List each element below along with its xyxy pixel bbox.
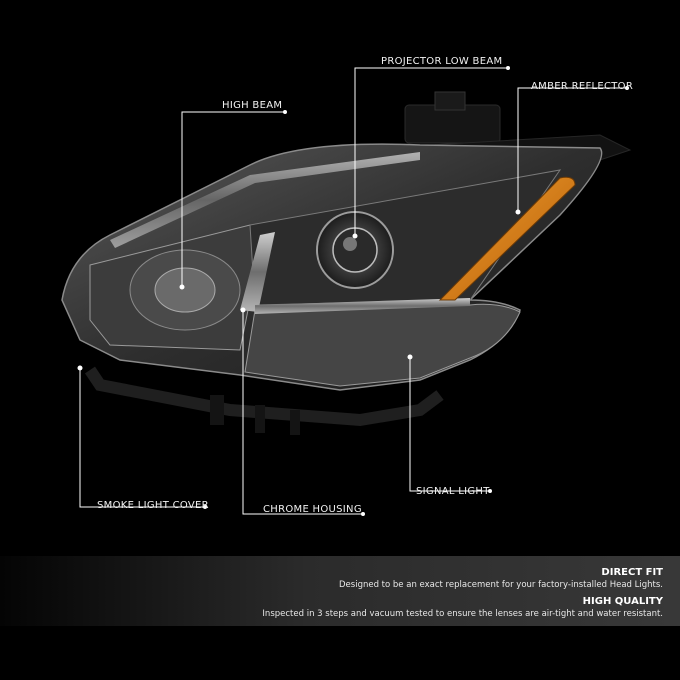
callout-smoke-light-cover: SMOKE LIGHT COVER — [97, 500, 209, 511]
high-beam-reflector — [129, 249, 241, 331]
feature-banner: DIRECT FIT Designed to be an exact repla… — [0, 556, 680, 626]
feature-text-high-quality: Inspected in 3 steps and vacuum tested t… — [262, 609, 663, 619]
callout-chrome-housing: CHROME HOUSING — [263, 504, 362, 515]
chrome-trim — [110, 152, 470, 314]
callout-high-beam: HIGH BEAM — [222, 100, 283, 111]
projector-lens — [316, 211, 394, 289]
callout-projector-low-beam: PROJECTOR LOW BEAM — [381, 56, 503, 67]
feature-title-direct-fit: DIRECT FIT — [601, 567, 663, 578]
feature-title-high-quality: HIGH QUALITY — [582, 596, 663, 607]
callout-dots — [77, 66, 629, 516]
amber-reflector-shape — [438, 176, 576, 301]
callout-amber-reflector: AMBER REFLECTOR — [531, 81, 634, 92]
callout-signal-light: SIGNAL LIGHT — [416, 486, 490, 497]
callout-lines — [79, 67, 627, 515]
feature-text-direct-fit: Designed to be an exact replacement for … — [339, 580, 663, 590]
